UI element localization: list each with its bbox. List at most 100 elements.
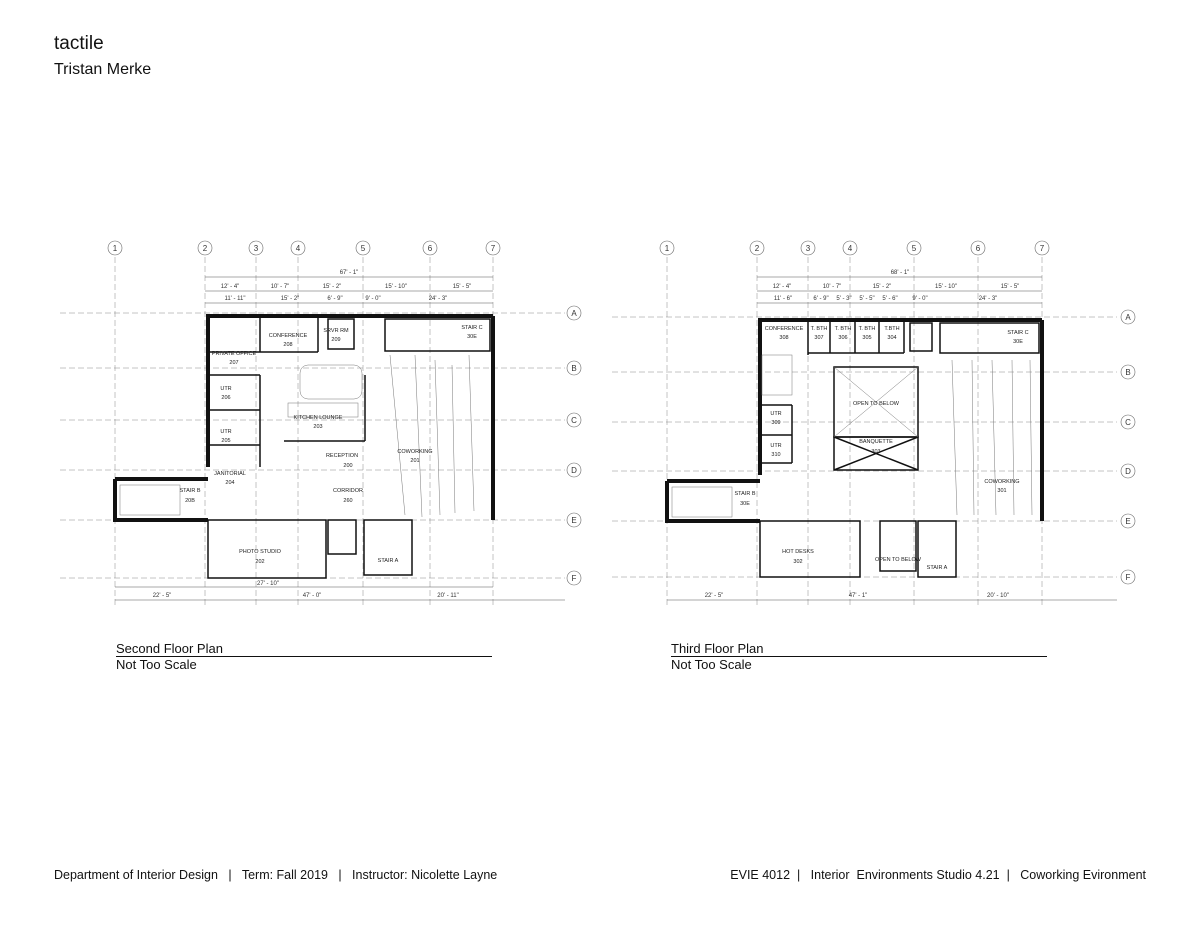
third-floor-plan: 1 2 3 4 5 6 7 A B C D E F 68' - 1" 12' -… (612, 235, 1152, 615)
room-number: 203 (313, 424, 322, 430)
room-number: 30E (1013, 339, 1023, 345)
room-label: COWORKING (397, 449, 432, 455)
room-number: 302 (793, 559, 802, 565)
grid-col-label: 4 (848, 244, 853, 253)
room-label: CONFERENCE (269, 333, 308, 339)
room-label: STAIR A (378, 558, 399, 564)
dimension-text: 12' - 4" (221, 284, 240, 290)
grid-col-label: 7 (491, 244, 496, 253)
room-number: 310 (771, 452, 780, 458)
room-label: OPEN TO BELOW (875, 557, 922, 563)
room-number: 308 (779, 335, 788, 341)
dimension-text: 15' - 10" (935, 284, 957, 290)
dimension-text: 6' - 9" (813, 296, 828, 302)
dimension-text: 15' - 10" (385, 284, 407, 290)
room-number: 204 (225, 480, 234, 486)
room-number: 301 (997, 488, 1006, 494)
room-number: 205 (221, 438, 230, 444)
room-label: JANITORIAL (214, 471, 246, 477)
author-name: Tristan Merke (54, 61, 152, 78)
room-number: 30E (467, 334, 477, 340)
room-label: STAIR C (1007, 330, 1028, 336)
dimension-text: 11' - 6" (774, 296, 792, 302)
grid-row-label: A (1125, 313, 1131, 322)
dimension-text: 5' - 6" (882, 296, 897, 302)
plan-caption: Third Floor Plan (671, 641, 764, 656)
footer-right: EVIE 4012 | Interior Environments Studio… (730, 868, 1146, 882)
room-label: T. BTH (859, 326, 876, 332)
room-label: PHOTO STUDIO (239, 549, 281, 555)
grid-col-label: 2 (755, 244, 760, 253)
grid-col-label: 1 (113, 244, 118, 253)
room-number: 209 (331, 337, 340, 343)
plan-scale-note: Not Too Scale (671, 657, 752, 672)
room-number: 208 (283, 342, 292, 348)
dimension-text: 15' - 2" (281, 296, 300, 302)
dimension-text: 47' - 1" (849, 593, 868, 599)
dimension-text: 24' - 3" (979, 296, 998, 302)
grid-col-label: 2 (203, 244, 208, 253)
grid-col-label: 6 (428, 244, 433, 253)
room-label: BANQUETTE (859, 439, 893, 445)
room-label: PRIVATE OFFICE (212, 351, 257, 357)
room-number: 306 (838, 335, 847, 341)
dimension-text: 22' - 5" (705, 593, 724, 599)
room-label: CORRIDOR (333, 488, 363, 494)
room-label: T. BTH (811, 326, 828, 332)
room-number: 303 (871, 449, 880, 455)
room-label: RECEPTION (326, 453, 358, 459)
grid-row-label: B (1125, 368, 1130, 377)
dimension-text: 68' - 1" (891, 270, 910, 276)
room-label: OPEN TO BELOW (853, 401, 900, 407)
grid-row-label: A (571, 309, 577, 318)
dimension-text: 22' - 5" (153, 593, 172, 599)
room-label: T. BTH (835, 326, 852, 332)
dimension-text: 9' - 0" (912, 296, 927, 302)
room-label: CONFERENCE (765, 326, 804, 332)
dimension-text: 67' - 1" (340, 270, 359, 276)
room-label: T.BTH (884, 326, 899, 332)
room-label: KITCHEN LOUNGE (294, 415, 343, 421)
room-label: STAIR B (180, 488, 201, 494)
room-number: 30E (740, 501, 750, 507)
room-label: COWORKING (984, 479, 1019, 485)
dimension-text: 12' - 4" (773, 284, 792, 290)
grid-row-label: C (571, 416, 577, 425)
dimension-text: 10' - 7" (823, 284, 842, 290)
grid-col-label: 3 (254, 244, 259, 253)
room-number: 307 (814, 335, 823, 341)
dimension-text: 9' - 0" (365, 296, 380, 302)
caption-rule (116, 656, 492, 657)
room-label: UTR (220, 386, 231, 392)
room-label: SRVR RM (323, 328, 349, 334)
grid-row-label: E (1125, 517, 1130, 526)
drawing-title: tactile (54, 33, 104, 54)
grid-col-label: 6 (976, 244, 981, 253)
dimension-text: 15' - 5" (1001, 284, 1020, 290)
grid-col-label: 1 (665, 244, 670, 253)
plan-caption: Second Floor Plan (116, 641, 223, 656)
room-number: 200 (343, 463, 352, 469)
dimension-text: 24' - 3" (429, 296, 448, 302)
plan-scale-note: Not Too Scale (116, 657, 197, 672)
dimension-text: 10' - 7" (271, 284, 290, 290)
grid-row-label: D (571, 466, 577, 475)
room-label: STAIR B (735, 491, 756, 497)
dimension-text: 27' - 10" (257, 581, 279, 587)
room-label: HOT DESKS (782, 549, 814, 555)
grid-row-label: F (1126, 573, 1131, 582)
footer-left: Department of Interior Design | Term: Fa… (54, 868, 498, 882)
room-label: STAIR C (461, 325, 482, 331)
dimension-text: 11' - 11" (224, 296, 245, 302)
dimension-text: 20' - 10" (987, 593, 1009, 599)
grid-col-label: 4 (296, 244, 301, 253)
room-label: UTR (220, 429, 231, 435)
grid-col-label: 5 (912, 244, 917, 253)
second-floor-plan: 1 2 3 4 5 6 7 A B C D E F 67' - 1" 12' -… (60, 235, 600, 615)
room-number: 304 (887, 335, 896, 341)
grid-row-label: D (1125, 467, 1131, 476)
room-number: 20B (185, 498, 195, 504)
room-label: STAIR A (927, 565, 948, 571)
room-label: UTR (770, 411, 781, 417)
room-number: 206 (221, 395, 230, 401)
